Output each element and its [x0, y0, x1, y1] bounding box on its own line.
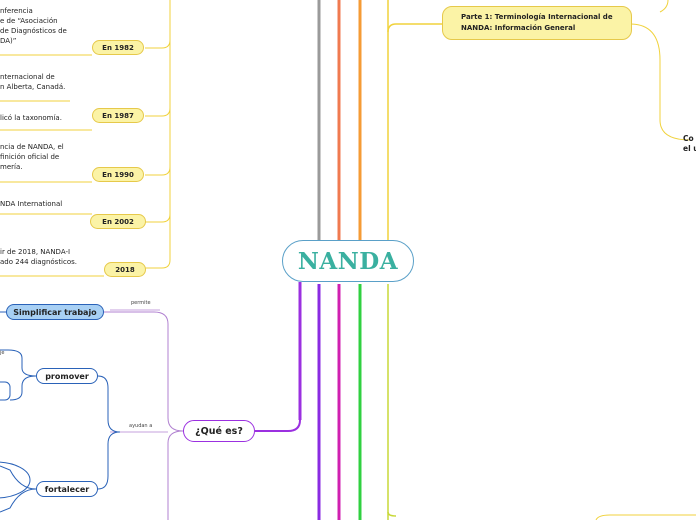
right-cut-label: Co el u	[683, 134, 696, 153]
connector-1982	[145, 39, 171, 49]
ayudan-label: ayudan a	[129, 423, 153, 429]
cut-off-oval-top	[0, 461, 31, 499]
connector-fortalecer	[97, 431, 121, 490]
connector-fortalecer-left	[0, 465, 37, 490]
cut-off-box	[0, 381, 11, 401]
connector-promover	[97, 375, 121, 433]
timeline-text-2002: NDA International	[0, 200, 63, 208]
connector-promover-left	[0, 349, 37, 377]
timeline-text-1982: nferencia e de “Asociación de Diagnóstic…	[0, 7, 67, 45]
parte1-label: Parte 1: Terminología Internacional de N…	[461, 13, 613, 32]
fortalecer-node[interactable]: fortalecer	[36, 481, 98, 497]
connector-bottom-right	[595, 514, 696, 520]
year-badge-2002[interactable]: En 2002	[90, 214, 146, 229]
promover-node[interactable]: promover	[36, 368, 98, 384]
connector-promover-left2	[9, 375, 37, 401]
year-badge-1987[interactable]: En 1987	[92, 108, 144, 123]
que-es-node[interactable]: ¿Qué es?	[183, 420, 255, 442]
timeline-text-taxonomy: licó la taxonomía.	[0, 114, 62, 122]
year-badge-1982[interactable]: En 1982	[92, 40, 144, 55]
connector-permite	[104, 311, 184, 432]
timeline-text-1990: ncia de NANDA, el finición oficial de me…	[0, 143, 64, 171]
connector-ayudan	[167, 430, 184, 520]
year-badge-1990[interactable]: En 1990	[92, 167, 144, 182]
connector-1990	[145, 166, 171, 176]
connector-right-curve	[629, 23, 691, 141]
cut-label-je: je	[0, 350, 5, 356]
connector-2002	[145, 213, 171, 223]
simplificar-trabajo-node[interactable]: Simplificar trabajo	[6, 304, 104, 320]
connector-fortalecer-left2	[0, 488, 37, 513]
connector-right-top	[659, 0, 669, 13]
connector-1987	[145, 107, 171, 117]
connector-parte1	[387, 23, 442, 33]
connector-timeline	[145, 0, 171, 269]
timeline-text-1987: nternacional de n Alberta, Canadá.	[0, 73, 66, 91]
permite-label: permite	[131, 300, 151, 306]
parte1-node[interactable]: Parte 1: Terminología Internacional de N…	[442, 6, 632, 40]
connector-que-es	[255, 419, 301, 432]
center-node[interactable]: NANDA	[282, 240, 414, 282]
timeline-text-2018: ir de 2018, NANDA-I ado 244 diagnósticos…	[0, 248, 78, 266]
year-badge-2018[interactable]: 2018	[104, 262, 146, 277]
center-title: NANDA	[297, 247, 399, 275]
connector-lime-bottom	[387, 511, 397, 517]
